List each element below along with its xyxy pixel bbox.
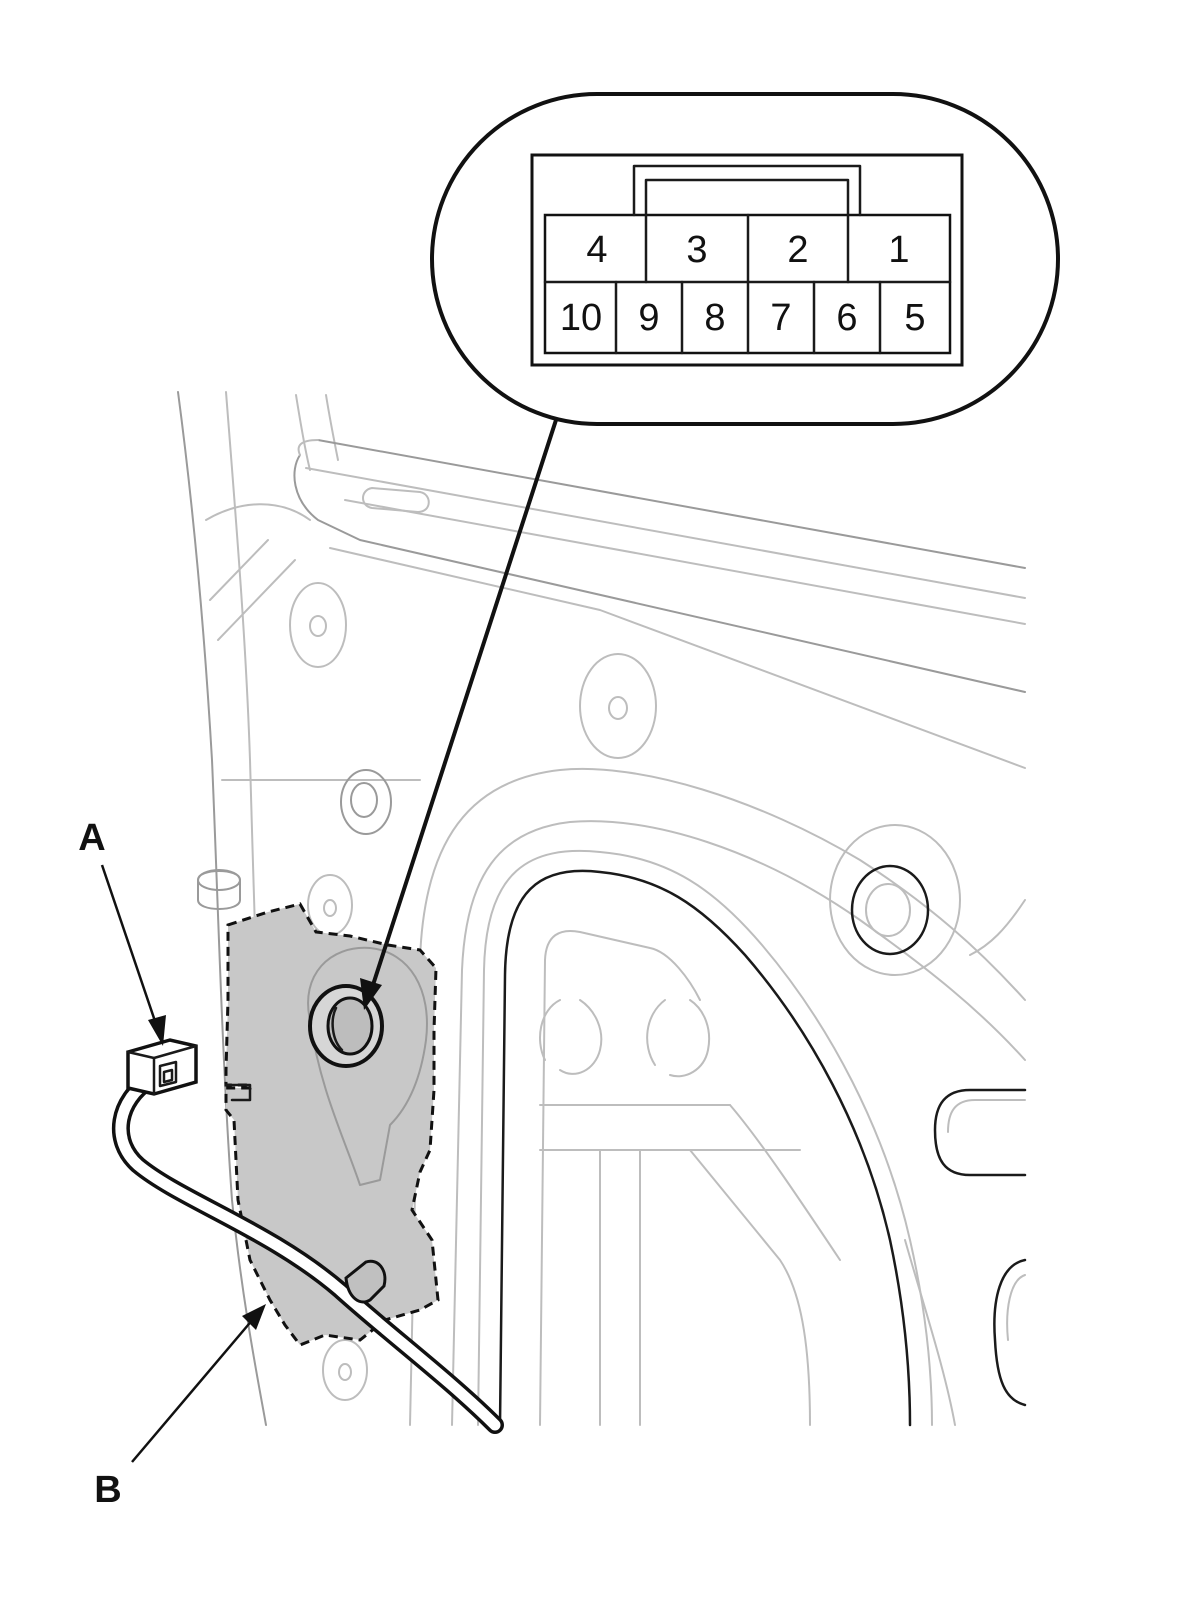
inner-frame-ring-1	[451, 820, 1026, 1426]
wire-clip	[344, 1259, 387, 1304]
inner-bracket-7	[729, 1104, 841, 1261]
pin-label-9: 9	[638, 297, 659, 339]
harness-connector-a	[126, 1038, 198, 1096]
pin-label-7: 7	[770, 297, 791, 339]
seal-boss-outline	[307, 946, 428, 1186]
speaker-cutout	[498, 869, 912, 1427]
connector-a-latch	[158, 1060, 178, 1088]
boss-6-outer	[829, 824, 961, 976]
speaker-cutout-lip	[477, 850, 933, 1426]
right-slot-2-inner	[1006, 1274, 1026, 1341]
door-pin-stub-top	[197, 869, 241, 891]
boss-3-outer	[340, 769, 392, 835]
panel-crease-1	[205, 503, 311, 521]
seal-edge-accent	[224, 1083, 252, 1102]
inner-bracket-6	[689, 1149, 811, 1426]
connector-port-shadow	[331, 1006, 344, 1052]
door-edge-outer	[177, 391, 267, 1426]
callout-arrow-b	[131, 1304, 266, 1463]
right-slot-1-inner	[947, 1099, 1026, 1133]
pin-label-2: 2	[787, 229, 808, 271]
belt-channel-end	[297, 439, 319, 456]
belt-channel-lower-inner	[329, 547, 1026, 769]
round-cutout-1	[559, 999, 603, 1075]
connector-latch-inner	[644, 178, 850, 217]
connector-latch-outer	[632, 164, 862, 217]
door-edge-flange-2	[325, 394, 339, 461]
pin-label-10: 10	[560, 297, 602, 339]
wire-harness-fill	[115, 1074, 501, 1431]
round-cutout-1b	[539, 999, 561, 1061]
zoom-leader	[360, 419, 558, 1010]
boss-5-outer	[322, 1339, 368, 1401]
boss-6-inner	[865, 883, 911, 937]
connector-port-inner	[326, 996, 374, 1056]
pin-label-3: 3	[686, 229, 707, 271]
right-slot-1	[933, 1088, 1027, 1177]
boss-5-hole	[338, 1363, 352, 1381]
boss-1-outer	[289, 582, 347, 668]
boss-1-hole	[309, 615, 327, 637]
belt-channel-bottom	[293, 454, 1026, 693]
right-slot-2	[993, 1258, 1027, 1407]
boss-6-mid	[850, 864, 930, 956]
belt-channel-slot	[362, 487, 430, 513]
pin-label-4: 4	[586, 229, 607, 271]
callout-label-b: B	[94, 1469, 121, 1511]
round-cutout-2	[669, 999, 710, 1078]
wire-harness	[112, 1071, 504, 1434]
pin-label-1: 1	[888, 229, 909, 271]
belt-channel-top	[317, 439, 1026, 569]
panel-crease-2	[209, 539, 269, 601]
connector-face-detail: 4 3 2 1 10 9 8 7 6 5	[430, 92, 1060, 426]
belt-channel-mid	[344, 499, 1026, 625]
panel-crease-3	[217, 559, 296, 641]
callout-arrow-a	[100, 864, 166, 1046]
boss-2-hole	[608, 696, 628, 720]
pin-label-6: 6	[836, 297, 857, 339]
connector-a-latch-slot	[162, 1068, 174, 1084]
boss-4-hole	[323, 899, 337, 917]
boss-3-inner	[350, 782, 378, 818]
round-cutout-2b	[646, 999, 666, 1066]
door-panel	[177, 391, 1027, 1427]
boss-2-outer	[579, 653, 657, 759]
pin-label-5: 5	[904, 297, 925, 339]
callout-label-a: A	[78, 817, 105, 859]
belt-channel-upper-inner	[305, 467, 1026, 599]
boss-4-outer	[307, 874, 353, 936]
pin-label-8: 8	[704, 297, 725, 339]
right-edge-crease	[969, 899, 1026, 956]
inner-bracket-1	[539, 930, 701, 1426]
connector-a-body	[126, 1038, 198, 1096]
door-edge-flange	[295, 394, 311, 471]
inner-frame-outer	[409, 768, 1026, 1426]
speaker-cutout-lip-2	[904, 1239, 956, 1426]
